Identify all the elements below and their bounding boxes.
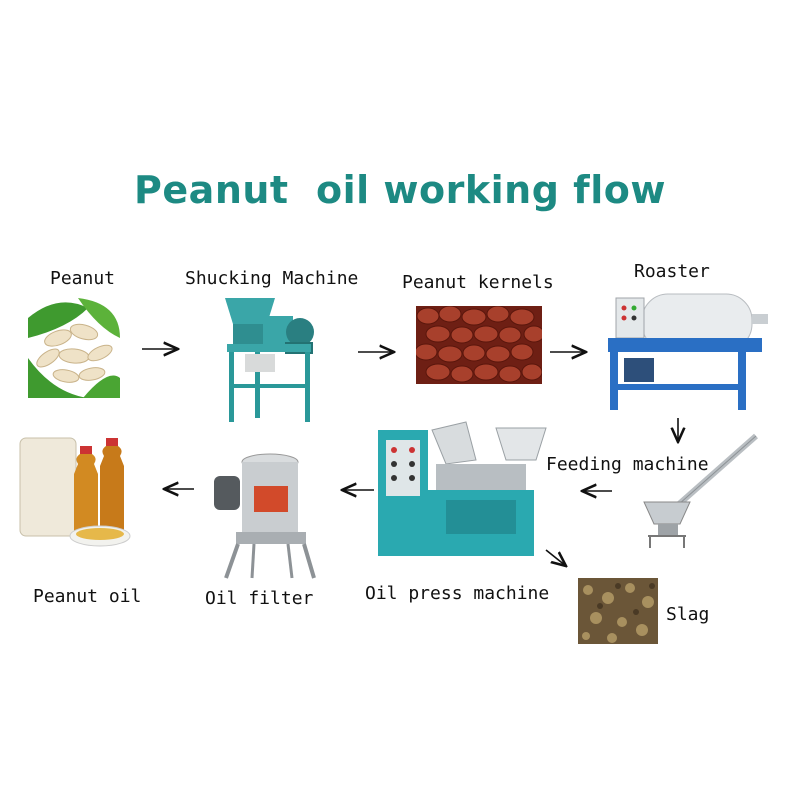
peanut-kernels-image bbox=[416, 306, 542, 384]
peanut-image bbox=[28, 298, 120, 398]
shucking-machine-image bbox=[215, 296, 320, 424]
label-roaster: Roaster bbox=[634, 261, 710, 282]
label-peanut-oil: Peanut oil bbox=[33, 586, 142, 607]
label-slag: Slag bbox=[666, 604, 710, 625]
label-oil-press-machine: Oil press machine bbox=[365, 583, 550, 604]
label-peanut: Peanut bbox=[50, 268, 116, 289]
arrow-press-to-slag bbox=[545, 549, 566, 566]
oil-filter-image bbox=[208, 446, 320, 580]
label-feeding-machine: Feeding machine bbox=[546, 454, 709, 475]
feeding-machine-image bbox=[640, 432, 760, 550]
slag-image bbox=[578, 578, 658, 644]
diagram-title: Peanut oil working flow bbox=[134, 168, 666, 212]
peanut-oil-image bbox=[18, 424, 140, 554]
label-shucking-machine: Shucking Machine bbox=[185, 268, 359, 289]
label-peanut-kernels: Peanut kernels bbox=[402, 272, 554, 293]
roaster-image bbox=[602, 288, 770, 414]
label-oil-filter: Oil filter bbox=[205, 588, 314, 609]
oil-press-machine-image bbox=[376, 420, 552, 562]
